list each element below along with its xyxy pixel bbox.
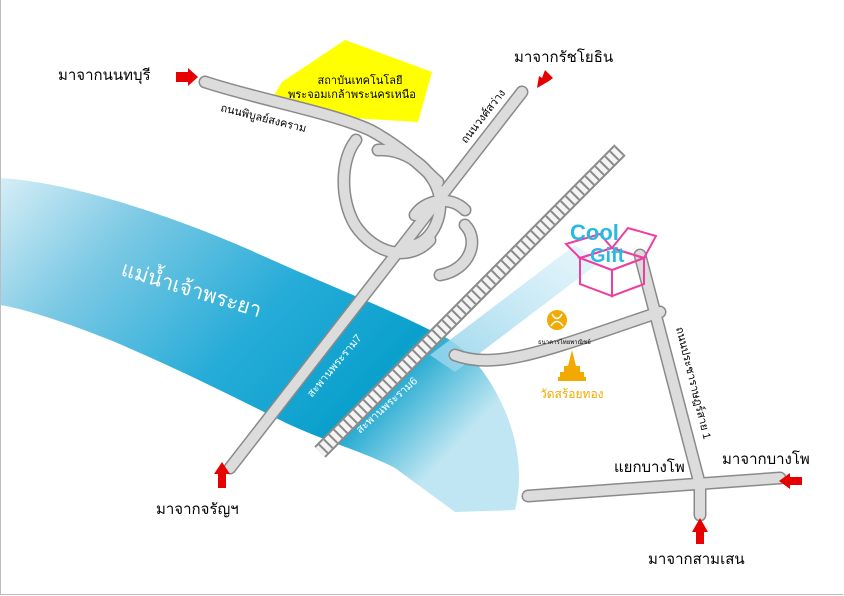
brand-gift-text: Gift	[590, 245, 625, 267]
railway	[314, 144, 626, 458]
brand-cool-text: Cool	[570, 220, 619, 245]
wat-soithong-label: วัดสร้อยทอง	[540, 387, 604, 401]
institute-name-line2: พระจอมเกล้าพระนครเหนือ	[288, 88, 416, 101]
scb-bank-icon	[547, 310, 567, 330]
from-bangpho-label: มาจากบางโพ	[722, 450, 810, 468]
junction-bangpho-label: แยกบางโพ	[614, 458, 685, 476]
temple-icon	[558, 350, 586, 381]
from-nonthaburi-label: มาจากนนทบุรี	[58, 67, 151, 85]
bank-label: ธนาคารไทยพาณิชย์	[538, 338, 591, 346]
from-ratchayothin-label: มาจากรัชโยธิน	[514, 48, 613, 66]
location-beam	[430, 245, 600, 372]
gift-box-icon	[564, 226, 658, 298]
roads	[198, 75, 787, 522]
institute-name-line1: สถาบันเทคโนโลยี	[318, 73, 403, 87]
chao-phraya-river	[0, 178, 520, 512]
institute-block	[270, 40, 432, 122]
from-charan-label: มาจากจรัญฯ	[156, 501, 239, 518]
from-samsen-label: มาจากสามเสน	[648, 551, 745, 568]
arrow-icon	[176, 68, 802, 544]
